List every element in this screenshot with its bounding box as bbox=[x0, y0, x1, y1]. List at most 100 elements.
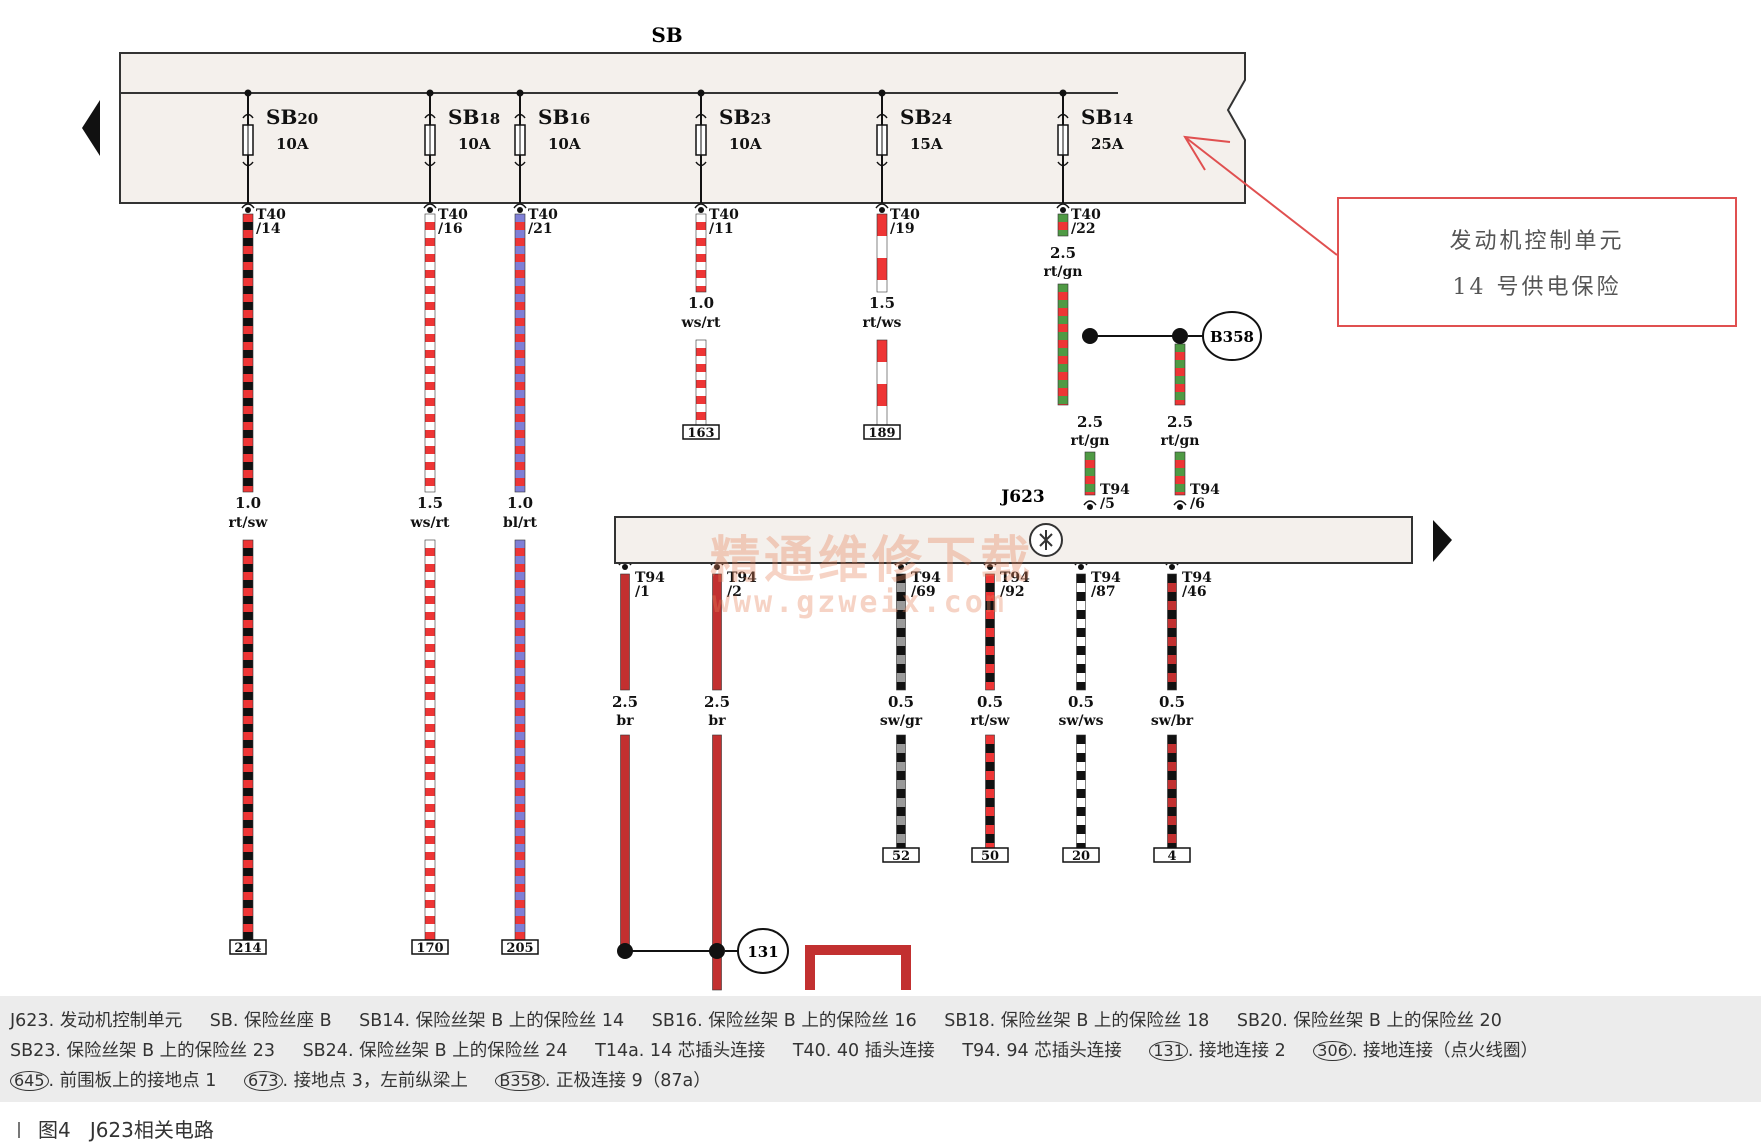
connector-name: T94 bbox=[635, 570, 665, 586]
wire-segment bbox=[695, 213, 707, 293]
terminal-4-label: 4 bbox=[1167, 849, 1176, 864]
legend-item: T94. 94 芯插头连接 bbox=[962, 1041, 1121, 1061]
connector-pin: /11 bbox=[709, 221, 734, 237]
splice-b358 bbox=[1082, 311, 1262, 361]
terminal-4: 4 bbox=[1153, 847, 1191, 864]
wire-size: 1.0 bbox=[235, 494, 261, 512]
callout-line-1: 发动机控制单元 bbox=[1449, 229, 1625, 254]
connector-name: T94 bbox=[1182, 570, 1212, 586]
fuse-sb23: SB23 10A T40/11 bbox=[694, 89, 771, 237]
terminal-20: 20 bbox=[1062, 847, 1100, 864]
fuse-rating: 10A bbox=[729, 135, 762, 153]
connector-pin: /14 bbox=[256, 221, 281, 237]
figure-number: 图4 bbox=[38, 1118, 71, 1142]
figure-title-text: J623相关电路 bbox=[89, 1118, 214, 1142]
fuse-rating: 10A bbox=[458, 135, 491, 153]
fuse-rating: 10A bbox=[548, 135, 581, 153]
legend-item: SB24. 保险丝架 B 上的保险丝 24 bbox=[303, 1041, 568, 1061]
wiring-diagram: SB SB2010AT40/14SB1810AT40/16SB1610AT40/… bbox=[82, 23, 1452, 991]
legend-item: 131. 接地连接 2 bbox=[1149, 1041, 1286, 1061]
fuse-panel-label: SB bbox=[651, 23, 682, 47]
terminal-52: 52 bbox=[882, 847, 920, 864]
right-arrow-icon bbox=[1433, 520, 1452, 562]
legend-text: SB23. 保险丝架 B 上的保险丝 23 bbox=[10, 1041, 275, 1061]
terminal-163-label: 163 bbox=[687, 426, 714, 441]
wire-segment bbox=[876, 213, 888, 293]
terminal-170-label: 170 bbox=[416, 941, 443, 956]
connector-pin: /16 bbox=[438, 221, 463, 237]
wire-color: sw/br bbox=[1151, 713, 1194, 729]
callout-note: 发动机控制单元 14 号供电保险 bbox=[1337, 197, 1737, 327]
wire-color: rt/gn bbox=[1161, 433, 1200, 449]
legend-text: SB14. 保险丝架 B 上的保险丝 14 bbox=[359, 1011, 625, 1031]
ecu-output-6: T94/460.5sw/br4 bbox=[1151, 560, 1212, 864]
terminal-20-label: 20 bbox=[1072, 849, 1090, 864]
ecu-j623 bbox=[614, 516, 1452, 564]
fuse-name: SB14 bbox=[1081, 105, 1133, 129]
legend-code: 645 bbox=[10, 1071, 49, 1091]
fuse-name: SB20 bbox=[266, 105, 318, 129]
wire-size: 2.5 bbox=[704, 693, 730, 711]
terminal-163: 163 bbox=[682, 424, 720, 441]
legend-text: SB. 保险丝座 B bbox=[209, 1011, 332, 1031]
legend-item: SB16. 保险丝架 B 上的保险丝 16 bbox=[652, 1011, 917, 1031]
connector-name: T94 bbox=[1091, 570, 1121, 586]
wire-segment bbox=[712, 573, 722, 691]
wire-size: 0.5 bbox=[977, 693, 1003, 711]
wire-segment bbox=[1057, 283, 1069, 406]
wire-segment bbox=[896, 734, 906, 849]
terminal-52-label: 52 bbox=[892, 849, 910, 864]
wire-color: rt/ws bbox=[863, 315, 902, 331]
callout-line-2: 14 号供电保险 bbox=[1452, 275, 1622, 300]
wire-segment bbox=[896, 573, 906, 691]
wire-segment bbox=[514, 539, 526, 941]
connector-name: T40 bbox=[528, 207, 558, 223]
fuse-panel bbox=[82, 52, 1246, 204]
legend-text: . 接地连接 2 bbox=[1187, 1041, 1286, 1061]
connector-name: T40 bbox=[709, 207, 739, 223]
connector-name: T40 bbox=[256, 207, 286, 223]
legend-text: SB18. 保险丝架 B 上的保险丝 18 bbox=[944, 1011, 1210, 1031]
connector-pin: /2 bbox=[727, 584, 742, 600]
legend-text: T94. 94 芯插头连接 bbox=[962, 1041, 1122, 1061]
wire-segment bbox=[1167, 573, 1177, 691]
wire-color: rt/gn bbox=[1071, 433, 1110, 449]
connector-name: T94 bbox=[1190, 482, 1220, 498]
terminal-214: 214 bbox=[229, 939, 267, 956]
terminal-170: 170 bbox=[411, 939, 449, 956]
connector-pin: /6 bbox=[1190, 496, 1205, 512]
legend-code: 673 bbox=[243, 1071, 283, 1091]
wire-color: rt/gn bbox=[1044, 264, 1083, 280]
ecu-output-1: T94/12.5br bbox=[612, 560, 665, 952]
legend-item: SB18. 保险丝架 B 上的保险丝 18 bbox=[944, 1011, 1209, 1031]
ecu-output-2: T94/22.5br bbox=[704, 560, 757, 991]
wire-segment bbox=[620, 734, 630, 952]
wire-color: rt/sw bbox=[229, 515, 269, 531]
ecu-label: J623 bbox=[999, 487, 1045, 507]
terminal-189-label: 189 bbox=[868, 426, 895, 441]
connector-pin: /1 bbox=[635, 584, 650, 600]
wire-segment bbox=[1084, 451, 1096, 496]
wire-color: sw/ws bbox=[1059, 713, 1104, 729]
legend-text: SB16. 保险丝架 B 上的保险丝 16 bbox=[651, 1011, 917, 1031]
wire-color: bl/rt bbox=[503, 515, 538, 531]
fuse-name: SB23 bbox=[719, 105, 771, 129]
connector-name: T40 bbox=[1071, 207, 1101, 223]
wire-segment bbox=[985, 734, 995, 849]
legend-text: T40. 40 插头连接 bbox=[792, 1041, 935, 1061]
caption-bar bbox=[18, 1122, 20, 1138]
connector-name: T94 bbox=[727, 570, 757, 586]
wire-segment bbox=[695, 339, 707, 426]
connector-name: T40 bbox=[438, 207, 468, 223]
connector-name: T94 bbox=[911, 570, 941, 586]
ground-label: 131 bbox=[747, 943, 778, 961]
legend-code: 306 bbox=[1313, 1041, 1352, 1061]
wire-size: 0.5 bbox=[1159, 693, 1185, 711]
